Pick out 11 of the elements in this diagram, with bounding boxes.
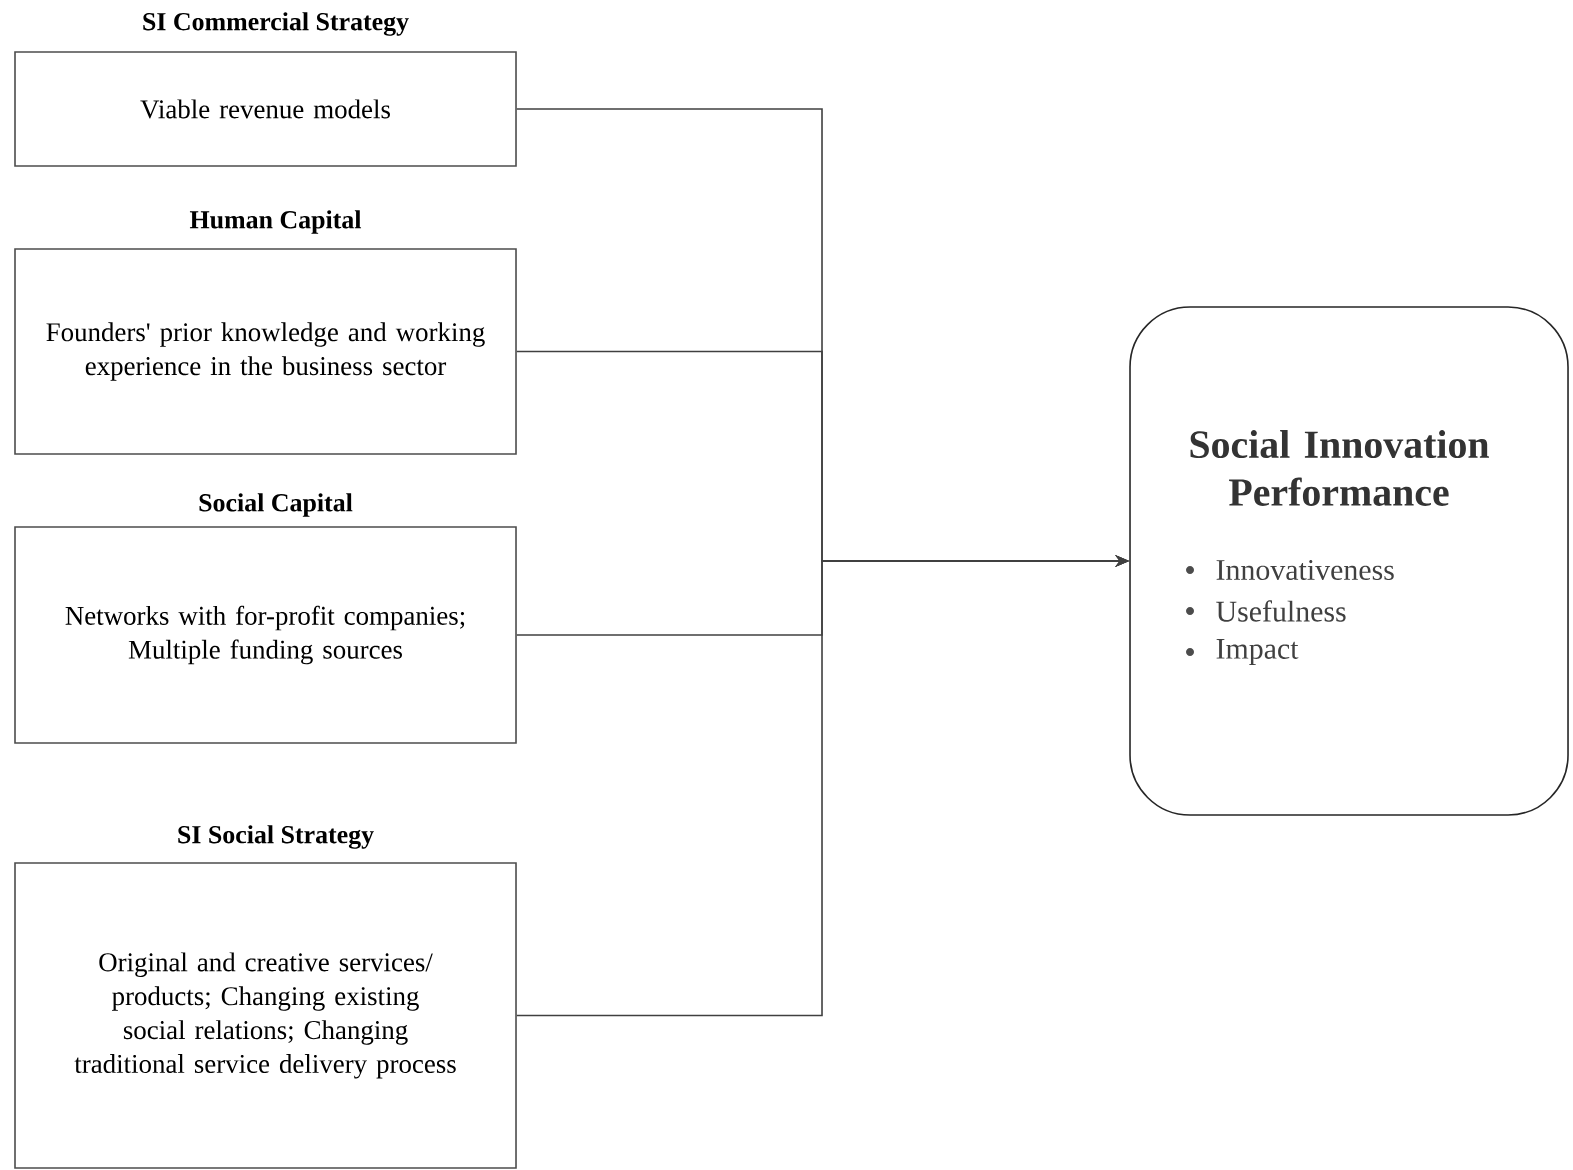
text-box: Original and creative services/ products; Changing existing social relations; Changing traditional service delivery process [14, 862, 517, 1169]
box-heading: SI Commercial Strategy [143, 12, 409, 36]
box-heading: Human Capital [189, 210, 362, 234]
text-box: Networks with for-profit companies; Multiple funding sources [14, 526, 517, 744]
box-heading: SI Social Strategy [178, 825, 374, 849]
bullet-item: Innovativeness [1186, 559, 1394, 581]
bullet-item: Usefulness [1186, 600, 1346, 622]
text-box: Viable revenue models [14, 51, 517, 167]
box-heading: Social Capital [199, 493, 353, 517]
bullet-item: Impact [1186, 639, 1299, 665]
text-box: Founders' prior knowledge and working experience in the business sector [14, 248, 517, 455]
